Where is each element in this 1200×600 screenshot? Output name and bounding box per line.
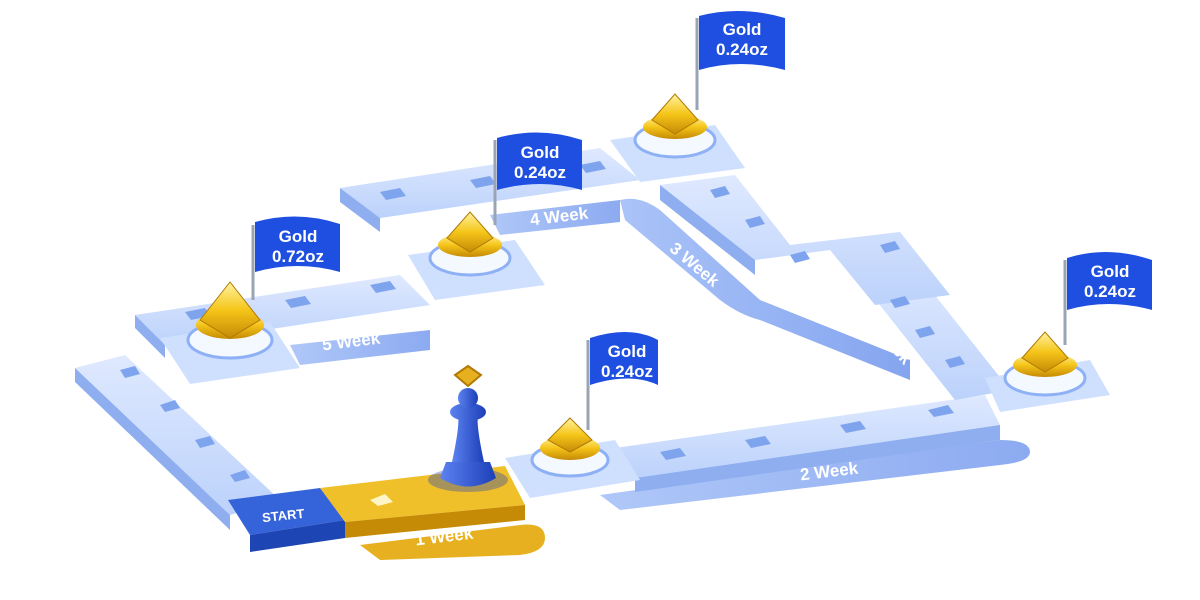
week-1-path (360, 524, 545, 560)
flag-5-title: Gold (278, 227, 318, 246)
week-4-path (490, 200, 620, 235)
flag-1-title: Gold (607, 342, 647, 361)
week-5-path (290, 330, 430, 365)
direction-arrows (120, 161, 965, 482)
gold-pedestal-1[interactable] (505, 417, 640, 498)
flag-2-amount: 0.24oz (1084, 281, 1136, 301)
flag-1-banner (590, 331, 658, 385)
flag-2-banner (1067, 251, 1152, 310)
flag-3: Gold 0.24oz (702, 20, 782, 59)
start-tile[interactable] (228, 488, 345, 535)
week-paths (290, 198, 1030, 560)
tile-bottom-row (615, 395, 1000, 478)
player-pawn[interactable] (428, 364, 508, 492)
flag-3-title: Gold (722, 20, 762, 39)
gold-pedestals (160, 93, 1110, 498)
flag-2: Gold 0.24oz (1070, 262, 1150, 301)
flag-4-banner (497, 132, 582, 190)
flag-5: Gold 0.72oz (258, 227, 338, 266)
flag-2-title: Gold (1090, 262, 1130, 281)
reward-flags (251, 10, 1152, 430)
flag-3-banner (699, 10, 785, 71)
flag-5-banner (255, 216, 340, 272)
flag-4: Gold 0.24oz (500, 143, 580, 182)
flag-5-amount: 0.72oz (272, 246, 324, 266)
flag-4-amount: 0.24oz (514, 162, 566, 182)
gold-pedestal-3[interactable] (610, 93, 745, 182)
tile-left-column (75, 355, 280, 515)
flag-4-title: Gold (520, 143, 560, 162)
flag-3-amount: 0.24oz (716, 39, 768, 59)
gold-pedestal-5[interactable] (160, 281, 300, 384)
pawn-gold-icon (453, 364, 483, 388)
gold-pedestal-4[interactable] (408, 211, 545, 300)
flag-1: Gold 0.24oz (596, 342, 658, 381)
week-2-path (600, 440, 1030, 510)
gold-pedestal-2[interactable] (985, 331, 1110, 412)
week-3-path (620, 198, 910, 380)
flag-1-amount: 0.24oz (601, 361, 653, 381)
tile-top-right (660, 175, 950, 305)
